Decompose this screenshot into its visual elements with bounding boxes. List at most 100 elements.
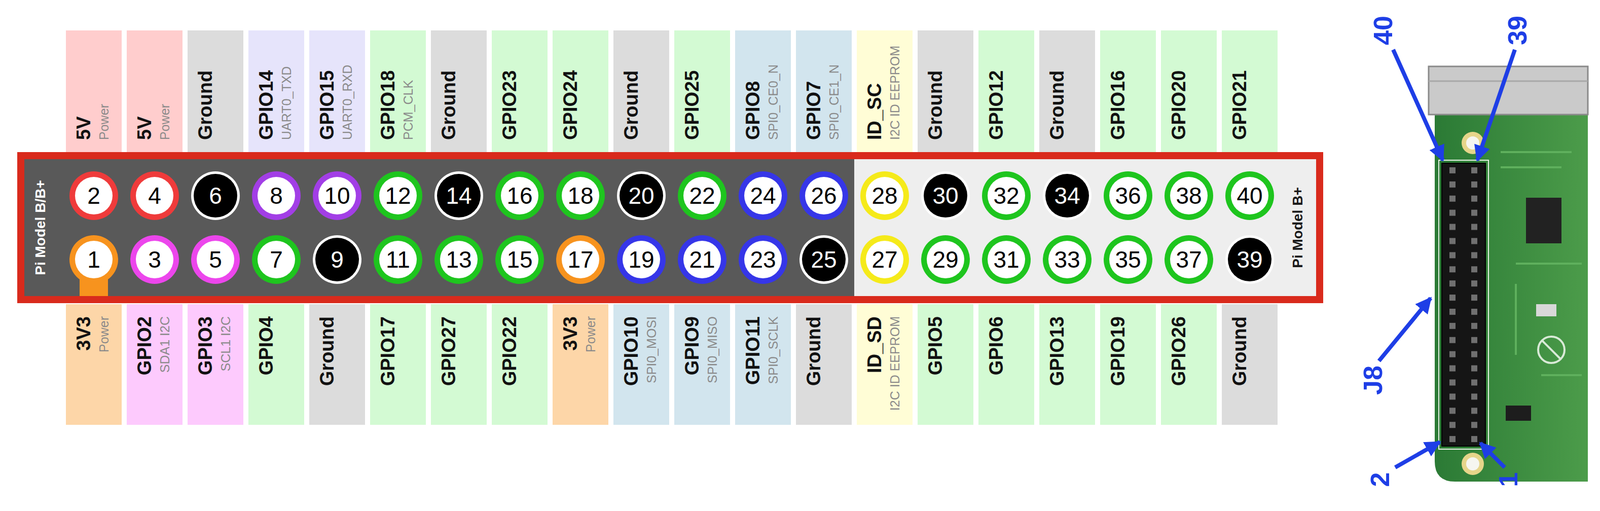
- pin-label-band: GPIO5: [917, 304, 974, 425]
- pin-number: 15: [506, 246, 533, 273]
- header-pin-circle: 10: [312, 171, 362, 221]
- pin-face: [1170, 176, 1208, 215]
- pin-label-band: GPIO10SPI0_MOSI: [613, 304, 670, 425]
- pin-face: [865, 240, 904, 279]
- pin-ring: [616, 171, 666, 221]
- pin-number: 19: [628, 246, 654, 273]
- logo-mark: [1542, 340, 1561, 359]
- pin-ring: [921, 171, 970, 221]
- pin-function-label: GPIO23: [498, 70, 521, 140]
- header-pin-circle: 5: [191, 235, 240, 284]
- pin-function-label: Ground: [620, 70, 642, 140]
- label-rotator: 5VPower: [65, 30, 122, 153]
- pin-function-label: Ground: [803, 316, 825, 386]
- header-pin-circle: 24: [738, 171, 788, 221]
- pin-number: 24: [749, 183, 776, 209]
- pin-label-band: GPIO13: [1039, 304, 1096, 425]
- leader-arrow: [1393, 49, 1443, 161]
- callout-label: 40: [1369, 15, 1397, 46]
- pin-label-band: ID_SDI2C ID EEPROM: [856, 304, 913, 425]
- pin-face: [987, 176, 1026, 215]
- pin-ring: [556, 235, 605, 284]
- smd-part: [1505, 405, 1532, 421]
- label-rotator: GPIO2SDA1 I2C: [126, 304, 183, 425]
- label-rotator: GPIO26: [1160, 304, 1217, 425]
- pin-label-band: 3V3Power: [65, 304, 122, 425]
- pin-label-band: 5VPower: [65, 30, 122, 153]
- pin-number: 5: [208, 246, 223, 273]
- header-pin-circle: 1: [69, 235, 119, 284]
- pin-label-band: Ground: [613, 30, 670, 153]
- logo-mark: [1538, 336, 1565, 363]
- header-pin-circle: 8: [251, 171, 301, 221]
- pin-number: 25: [810, 246, 837, 273]
- pin-label-band: GPIO9SPI0_MISO: [674, 304, 731, 425]
- pcb: [1434, 96, 1588, 482]
- pin-number: 33: [1053, 246, 1080, 273]
- header-pin-circle: 2: [69, 171, 119, 221]
- pin-number: 4: [148, 183, 162, 209]
- pin-function-label: GPIO8: [742, 81, 764, 140]
- label-rotator: Ground: [187, 30, 244, 153]
- label-rotator: GPIO11SPI0_SCLK: [735, 304, 791, 425]
- label-rotator: GPIO24: [552, 30, 609, 153]
- pin-face: [802, 237, 846, 282]
- pin-number: 13: [445, 246, 472, 273]
- header-pin-circle: 12: [373, 171, 423, 221]
- pin-function-label: GPIO19: [1107, 316, 1129, 386]
- pin-number: 30: [932, 183, 959, 209]
- label-rotator: Ground: [795, 304, 852, 425]
- label-rotator: Ground: [1039, 30, 1096, 153]
- label-rotator: ID_SDI2C ID EEPROM: [856, 304, 913, 425]
- pin-label-band: Ground: [187, 30, 244, 153]
- pin-face: [1109, 240, 1147, 279]
- callout-label: J8: [1359, 365, 1387, 395]
- pin-ring: [677, 235, 727, 284]
- label-rotator: GPIO19: [1100, 304, 1156, 425]
- pin-ring: [312, 171, 362, 221]
- pin-function-label: GPIO4: [255, 316, 277, 376]
- header-pin-circle: 15: [495, 235, 544, 284]
- header-pin-circle: 9: [312, 235, 362, 284]
- header-pin-circle: 18: [556, 171, 605, 221]
- board-frame: [17, 152, 1324, 304]
- callout-label: 1: [1495, 472, 1522, 488]
- pin-face: [135, 176, 174, 215]
- pin-face: [193, 173, 238, 218]
- pin-label-band: Ground: [430, 30, 487, 153]
- pin-ring: [982, 235, 1031, 284]
- pin-label-band: GPIO25: [674, 30, 731, 153]
- pin-function-label: GPIO20: [1168, 70, 1190, 140]
- label-rotator: 3V3Power: [552, 304, 609, 425]
- header-pin-circle: 19: [616, 235, 666, 284]
- pin-ring: [1042, 171, 1092, 221]
- pin-function-label: ID_SC: [863, 83, 886, 140]
- pin-alt-label: I2C ID EEPROM: [887, 316, 903, 411]
- pin-label-band: GPIO18PCM_CLK: [370, 30, 426, 153]
- pin-ring: [738, 235, 788, 284]
- pin-ring: [1225, 171, 1275, 221]
- header-pin-circle: 32: [982, 171, 1031, 221]
- pin-function-label: ID_SD: [863, 316, 886, 374]
- pin-number: 10: [323, 183, 350, 209]
- pin-ring: [69, 235, 119, 284]
- mounting-hole: [1466, 457, 1480, 471]
- pin-ring: [434, 235, 484, 284]
- pin-label-band: GPIO24: [552, 30, 609, 153]
- pin-number: 22: [688, 183, 715, 209]
- pin-label-band: GPIO22: [491, 304, 548, 425]
- pin-ring: [373, 235, 423, 284]
- pin-ring: [251, 235, 301, 284]
- callout-label: 39: [1504, 15, 1531, 46]
- label-rotator: GPIO3SCL1 I2C: [187, 304, 244, 425]
- pin-face: [1230, 176, 1269, 215]
- pin-ring: [860, 171, 909, 221]
- pin-function-label: GPIO5: [924, 316, 947, 376]
- pin-ring: [1103, 171, 1153, 221]
- header-pin-circle: 20: [616, 171, 666, 221]
- label-rotator: GPIO25: [674, 30, 731, 153]
- pin-ring: [1042, 235, 1092, 284]
- pin-number: 16: [506, 183, 533, 209]
- pin-face: [379, 240, 417, 279]
- pin-function-label: Ground: [1228, 316, 1251, 386]
